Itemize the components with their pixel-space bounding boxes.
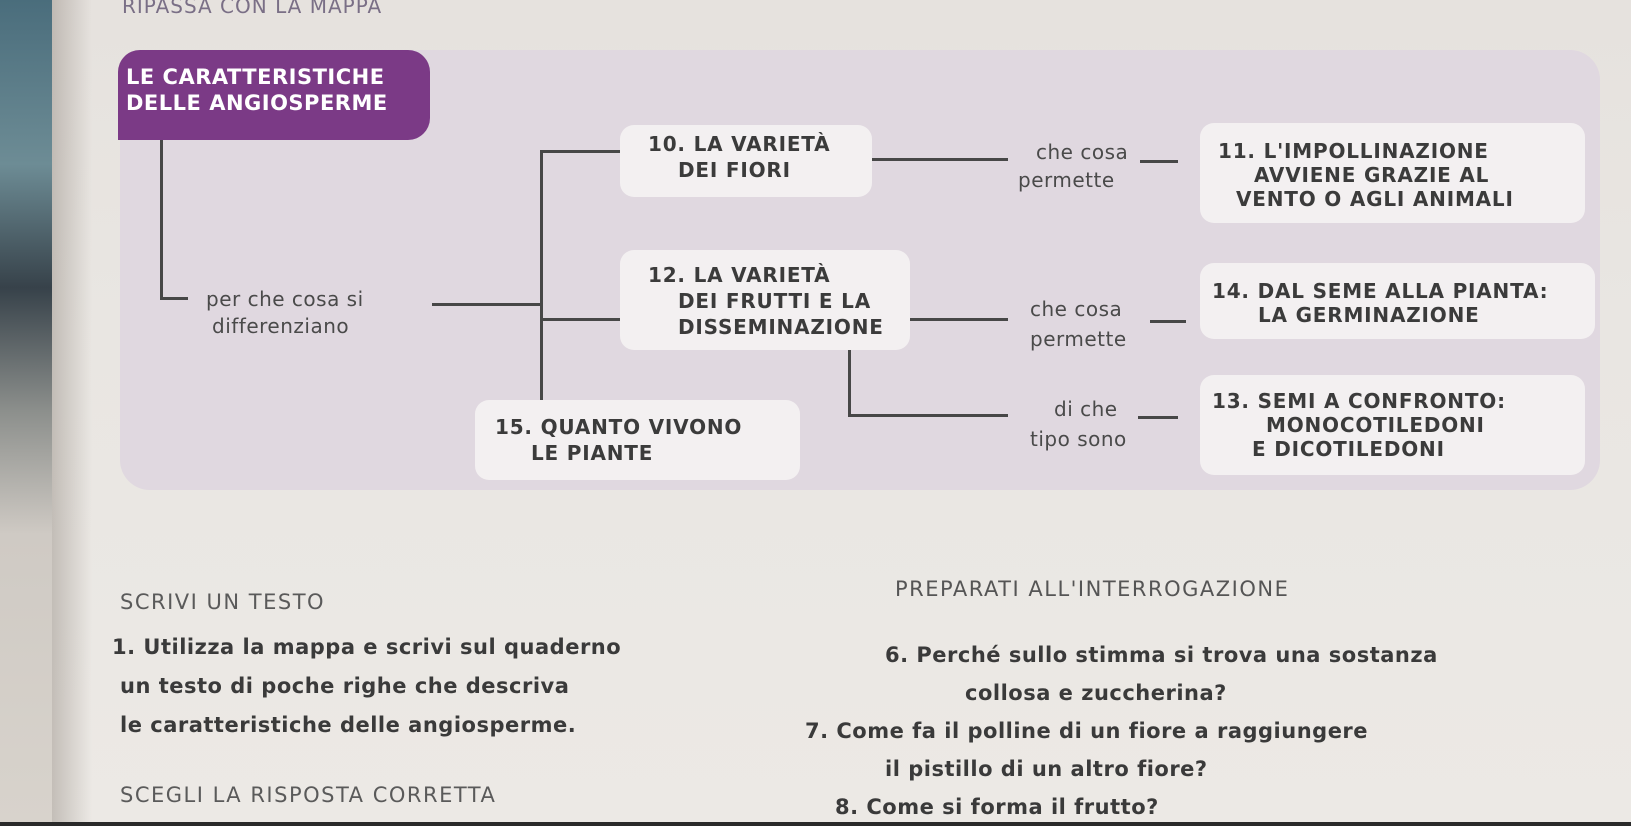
node-10-line1: 10. LA VARIETÀ (648, 132, 831, 156)
question-8-line1: 8. Come si forma il frutto? (835, 795, 1159, 819)
node-12-line1: 12. LA VARIETÀ (648, 263, 831, 287)
map-branch-to-node10 (540, 150, 620, 153)
node-15-line1: 15. QUANTO VIVONO (495, 415, 743, 439)
map-line-node12-connector (908, 318, 1008, 321)
node-15-quanto-vivono: 15. QUANTO VIVONO LE PIANTE (475, 400, 800, 480)
map-line-connector2-node14 (1150, 320, 1186, 323)
scegli-heading: SCEGLI LA RISPOSTA CORRETTA (120, 783, 497, 807)
node-10-line2: DEI FIORI (678, 158, 791, 182)
scrivi-line1: 1. Utilizza la mappa e scrivi sul quader… (112, 628, 621, 667)
concept-map-title: LE CARATTERISTICHE DELLE ANGIOSPERME (118, 50, 430, 140)
map-line-connector3-node13 (1138, 416, 1178, 419)
node-11-line1: 11. L'IMPOLLINAZIONE (1218, 139, 1489, 163)
map-line-connector1-node11 (1140, 160, 1178, 163)
connector-2-line1: che cosa (1030, 297, 1123, 321)
scrivi-line2: un testo di poche righe che descriva (120, 674, 570, 698)
page-header: RIPASSA CON LA MAPPA (122, 0, 383, 18)
connector-3-line1: di che (1054, 397, 1118, 421)
connector-3-line2: tipo sono (1030, 427, 1127, 451)
connector-di-che-tipo-sono: di che tipo sono (1030, 394, 1127, 454)
node-12-varieta-frutti: 12. LA VARIETÀ DEI FRUTTI E LA DISSEMINA… (620, 250, 910, 350)
interrogazione-questions: 6. Perché sullo stimma si trova una sost… (805, 636, 1438, 826)
scrivi-heading: SCRIVI UN TESTO (120, 590, 326, 614)
node-13-line1: 13. SEMI A CONFRONTO: (1212, 389, 1506, 413)
interrogazione-heading: PREPARATI ALL'INTERROGAZIONE (895, 577, 1290, 601)
page-gutter-shadow (52, 0, 92, 822)
node-15-line2: LE PIANTE (531, 441, 654, 465)
node-12-line2: DEI FRUTTI E LA (678, 289, 871, 313)
connector-che-cosa-permette-2: che cosa permette (1030, 294, 1127, 354)
concept-map-title-line1: LE CARATTERISTICHE (126, 65, 385, 89)
map-line-node10-connector (870, 158, 1008, 161)
node-14-line1: 14. DAL SEME ALLA PIANTA: (1212, 279, 1549, 303)
scrivi-exercise: 1. Utilizza la mappa e scrivi sul quader… (112, 628, 621, 745)
question-7-line1: 7. Come fa il polline di un fiore a ragg… (805, 719, 1369, 743)
branch-label-line1: per che cosa si (206, 287, 364, 311)
branch-label: per che cosa si differenziano (206, 286, 364, 340)
node-14-germinazione: 14. DAL SEME ALLA PIANTA: LA GERMINAZION… (1200, 263, 1595, 339)
scrivi-line3: le caratteristiche delle angiosperme. (120, 713, 577, 737)
node-13-line3: E DICOTILEDONI (1252, 437, 1445, 461)
map-branch-horizontal (432, 303, 542, 306)
connector-1-line1: che cosa (1036, 140, 1129, 164)
map-trunk-hook (160, 297, 188, 300)
map-branch-vertical (540, 150, 543, 420)
branch-label-line2: differenziano (212, 314, 350, 338)
node-12-line3: DISSEMINAZIONE (678, 315, 884, 339)
connector-1-line2: permette (1018, 168, 1115, 192)
node-11-line2: AVVIENE GRAZIE AL (1254, 163, 1490, 187)
question-6-line2: collosa e zuccherina? (965, 681, 1227, 705)
question-6-line1: 6. Perché sullo stimma si trova una sost… (885, 643, 1438, 667)
node-10-varieta-fiori: 10. LA VARIETÀ DEI FIORI (620, 125, 872, 197)
background-left-edge (0, 0, 60, 822)
node-13-line2: MONOCOTILEDONI (1266, 413, 1485, 437)
concept-map-title-line2: DELLE ANGIOSPERME (126, 91, 388, 115)
node-11-impollinazione: 11. L'IMPOLLINAZIONE AVVIENE GRAZIE AL V… (1200, 123, 1585, 223)
scrivi-item-number: 1. (112, 635, 136, 659)
map-line-down-connector3 (848, 414, 1008, 417)
connector-2-line2: permette (1030, 327, 1127, 351)
scrivi-line1-text: Utilizza la mappa e scrivi sul quaderno (143, 635, 622, 659)
map-trunk-vertical (160, 140, 163, 300)
question-7-line2: il pistillo di un altro fiore? (885, 757, 1208, 781)
map-line-node12-down (848, 348, 851, 416)
node-14-line2: LA GERMINAZIONE (1258, 303, 1480, 327)
connector-che-cosa-permette-1: che cosa permette (1018, 138, 1128, 194)
map-branch-to-node12 (540, 318, 620, 321)
node-11-line3: VENTO O AGLI ANIMALI (1236, 187, 1514, 211)
node-13-semi-confronto: 13. SEMI A CONFRONTO: MONOCOTILEDONI E D… (1200, 375, 1585, 475)
